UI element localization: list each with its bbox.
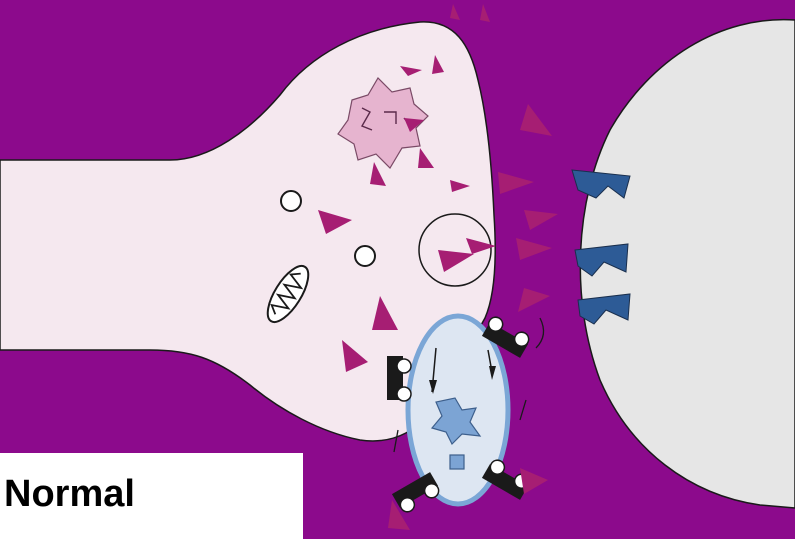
- small-vesicle: [281, 191, 301, 211]
- condition-label: Normal: [4, 475, 135, 513]
- small-vesicle: [355, 246, 375, 266]
